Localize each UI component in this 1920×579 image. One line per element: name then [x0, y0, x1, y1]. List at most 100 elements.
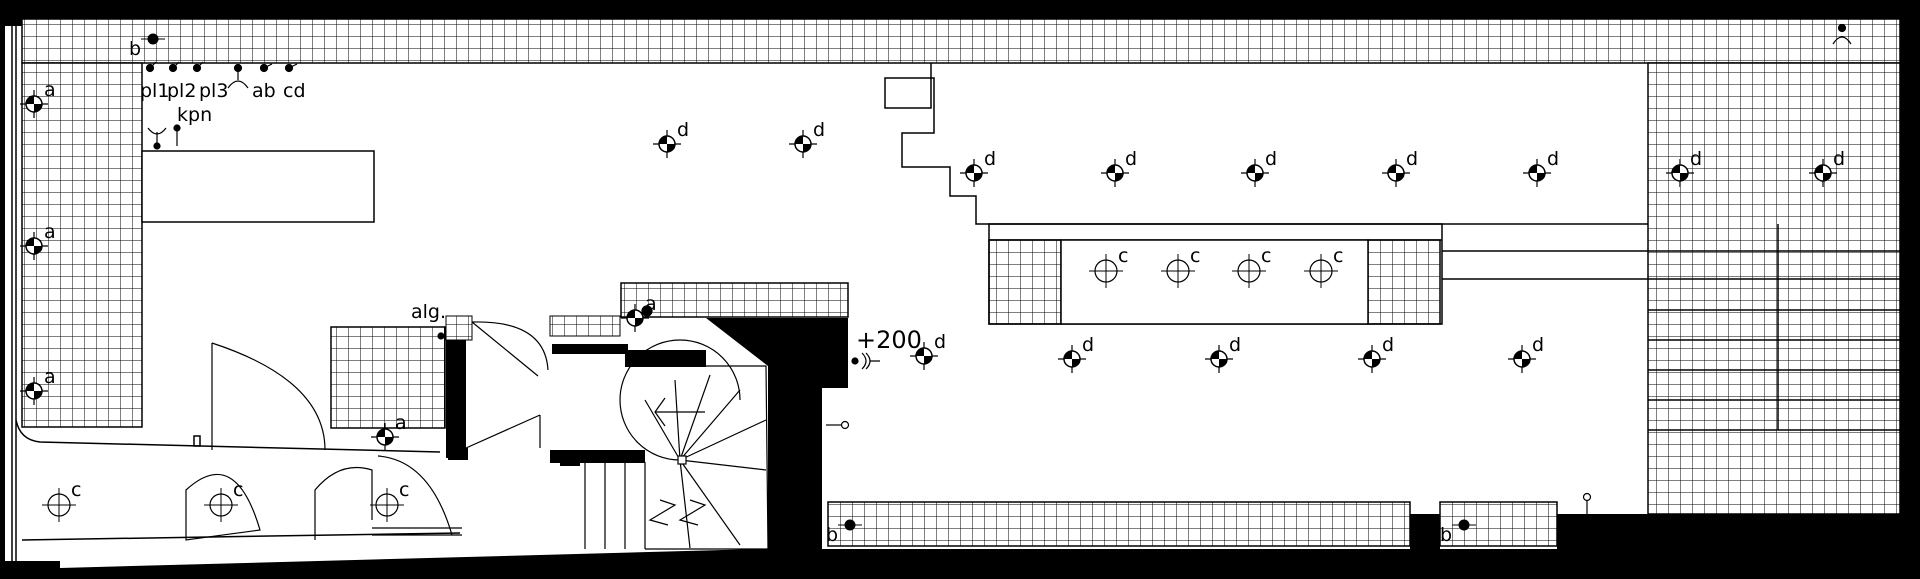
tiles-doorstep-2 [549, 315, 621, 337]
floor-curve-left [15, 419, 441, 453]
ceiling-point-2-icon [1582, 492, 1592, 514]
doors [185, 321, 549, 541]
stair-step-1 [644, 399, 681, 461]
fixture-c-label: c [233, 479, 243, 501]
fixture-c-label: c [399, 479, 409, 501]
door-swing-1 [211, 342, 326, 451]
fixture-d-label: d [677, 119, 689, 141]
switch-cd-icon [284, 63, 298, 73]
tiles-counter-right [1367, 239, 1441, 325]
tiles-top-strip [21, 18, 1901, 64]
wall-stair-core [706, 318, 848, 549]
fixture-c-label: c [1118, 245, 1128, 267]
fixture-d-icon: d [1205, 334, 1241, 373]
staircase [584, 339, 769, 550]
fixture-b-icon: b [1440, 519, 1476, 546]
fixture-d-label: d [1229, 334, 1241, 356]
wall-room-left [446, 340, 466, 458]
fixture-d-icon: d [1523, 148, 1559, 187]
fixture-a-icon: a [20, 366, 56, 405]
wall-between-benches [1410, 514, 1440, 549]
switch-label-ab: ab [252, 80, 276, 102]
tiles-doorstep-1 [445, 315, 473, 341]
wall-core-top [625, 350, 706, 367]
fixture-c-icon: c [204, 479, 243, 522]
fixture-b-label: b [129, 38, 141, 60]
fixture-a-label: a [645, 293, 657, 315]
fixture-d-label: d [1082, 334, 1094, 356]
stair-break-1 [648, 499, 677, 526]
wall-bottom-right [760, 549, 1920, 579]
fixture-d-icon: d [1101, 148, 1137, 187]
socket-icon [227, 63, 249, 89]
fixture-a-icon: a [371, 412, 407, 451]
fixture-d-icon: d [960, 148, 996, 187]
bottom-edge-line [21, 532, 461, 541]
fixture-d-icon: d [910, 331, 946, 370]
stair-step-4 [679, 389, 741, 461]
fixture-b-icon: b [826, 519, 862, 546]
wall-symbols [145, 23, 1852, 514]
tiles-right-block [1647, 62, 1901, 515]
stair-outline [645, 365, 769, 550]
door-swing-4 [377, 455, 453, 536]
stair-step-7 [679, 459, 741, 546]
switch-pl1-icon [145, 61, 157, 73]
label-alg: alg. [411, 301, 446, 323]
stair-step-3 [679, 374, 711, 461]
wall-left [0, 26, 5, 561]
fixture-d-icon: d [789, 119, 825, 158]
wall-right [1900, 0, 1920, 579]
fixture-c-icon: c [1089, 245, 1128, 288]
fixture-d-label: d [1125, 148, 1137, 170]
kpn-socket-icon [173, 124, 181, 146]
fixture-d-icon: d [1809, 148, 1845, 187]
fixture-a-icon: a [20, 221, 56, 260]
top-right-socket-icon [1832, 23, 1852, 45]
wall-bottom [0, 549, 760, 579]
wall-top-left-cap [0, 0, 22, 26]
switch-pl2-icon [168, 61, 180, 73]
tiles-bottom-strip-2 [1439, 501, 1558, 547]
wall-room-top [552, 344, 628, 354]
fixture-c-label: c [1190, 245, 1200, 267]
switch-label-cd: cd [283, 80, 306, 102]
fixture-d-label: d [1547, 148, 1559, 170]
door-swing-5 [185, 473, 261, 541]
outlines [11, 26, 1900, 561]
fixture-a-label: a [44, 79, 56, 101]
stair-step-8 [679, 459, 691, 549]
annotations: pl1 pl2 pl3 ab cd kpn alg. +200 [140, 80, 922, 354]
elevation-label: +200 [856, 326, 922, 354]
fixture-c-icon: c [1304, 245, 1343, 288]
fixture-d-icon: d [1241, 148, 1277, 187]
fixture-c-icon: c [1161, 245, 1200, 288]
wall-right-low [1557, 514, 1900, 549]
fixture-a-icon: a [621, 293, 657, 332]
elevation-outlet-icon [851, 352, 880, 370]
switch-label-pl3: pl3 [199, 80, 228, 102]
door-swing-3 [465, 414, 541, 449]
fixture-c-icon: c [42, 479, 81, 522]
socket-label-kpn: kpn [177, 104, 212, 126]
switch-ab-icon [259, 63, 273, 73]
fixture-d-icon: d [653, 119, 689, 158]
fixture-c-label: c [71, 479, 81, 501]
alg-switch-icon [437, 332, 445, 340]
fixture-d-icon: d [1358, 334, 1394, 373]
fixture-d-label: d [1382, 334, 1394, 356]
fixture-d-icon: d [1382, 148, 1418, 187]
fixture-c-icon: c [370, 479, 409, 522]
switch-label-pl1: pl1 [140, 80, 169, 102]
stair-step-2 [674, 379, 681, 461]
fixture-a-icon: a [20, 79, 56, 118]
antenna-socket-icon [147, 127, 167, 150]
fixture-d-label: d [1265, 148, 1277, 170]
tiles-counter-left [988, 239, 1062, 325]
fixture-a-label: a [44, 366, 56, 388]
fixture-c-icon: c [1232, 245, 1271, 288]
stair-landing-mark [677, 455, 687, 465]
fixture-b-label: b [826, 524, 838, 546]
